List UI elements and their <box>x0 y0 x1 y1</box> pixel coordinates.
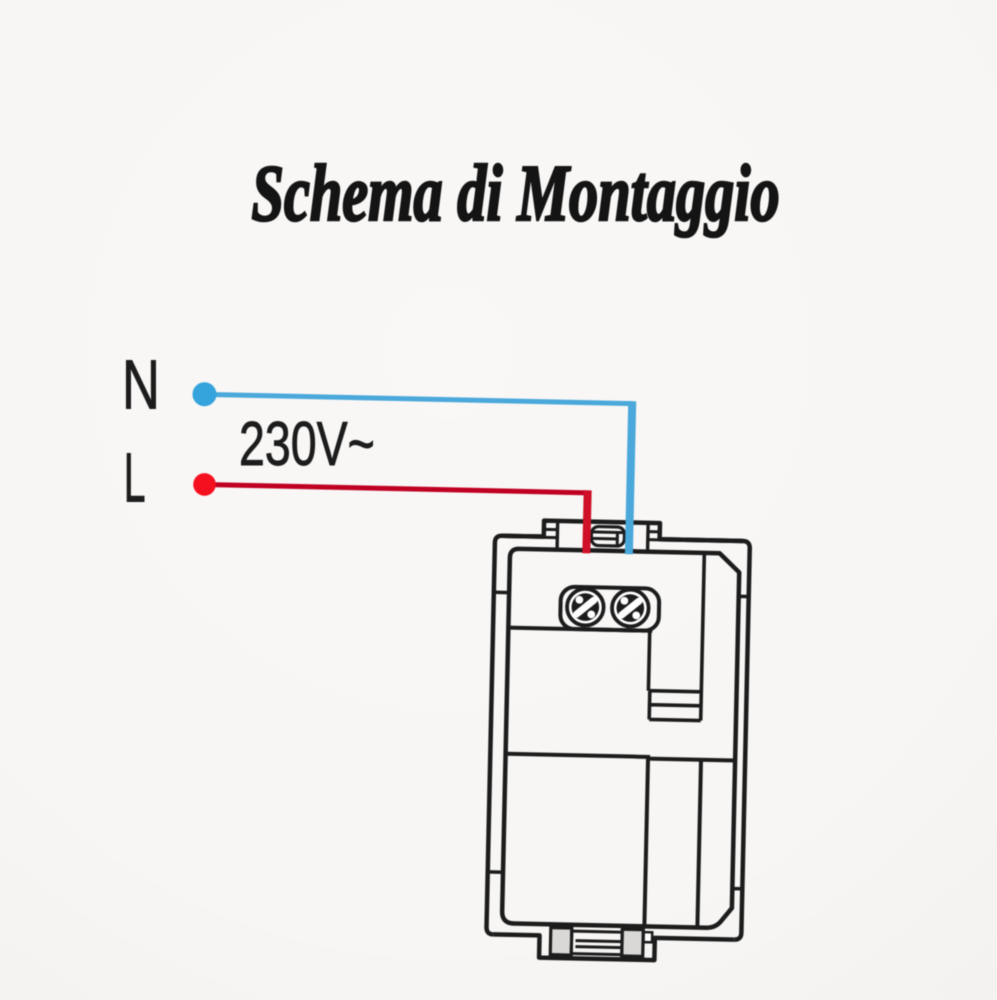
svg-text:Schema di Montaggio: Schema di Montaggio <box>252 149 780 239</box>
svg-text:L: L <box>124 440 146 518</box>
svg-text:230V~: 230V~ <box>239 408 375 478</box>
svg-text:N: N <box>122 346 160 424</box>
